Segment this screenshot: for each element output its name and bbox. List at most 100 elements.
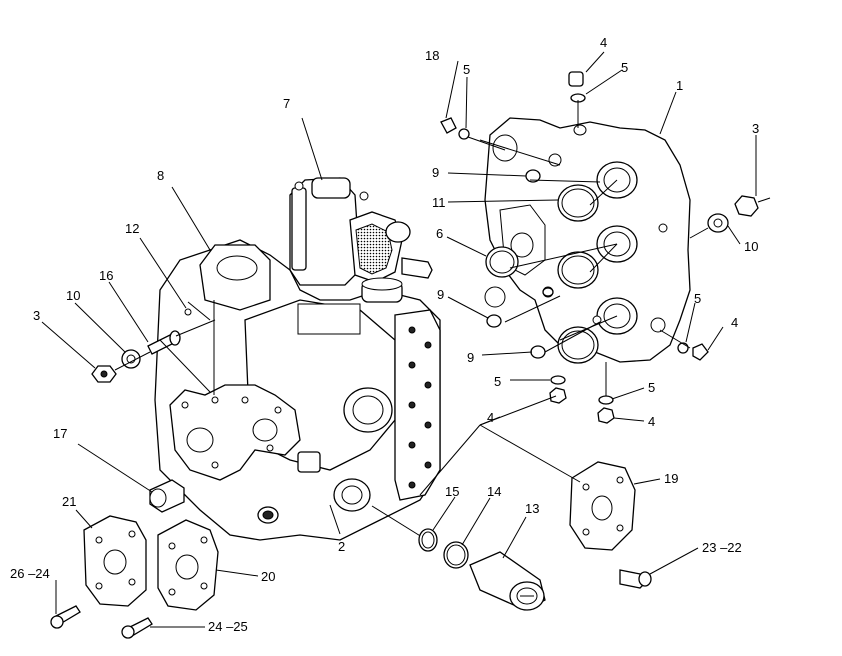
flange-20-bolt-3	[168, 588, 176, 596]
label-14: 14	[487, 484, 501, 499]
label-4-right: 4	[731, 315, 738, 330]
cap-4-right	[692, 343, 709, 361]
label-9-mid: 9	[437, 287, 444, 302]
label-24-25: 24 –25	[208, 619, 248, 634]
label-10-left: 10	[66, 288, 80, 303]
flange-20-bolt-4	[200, 582, 208, 590]
actuator-assembly	[289, 177, 433, 303]
oring-9-low	[530, 345, 546, 359]
side-bolt-4	[424, 381, 432, 389]
side-bolt-6	[424, 421, 432, 429]
plate-hole-2	[650, 317, 666, 333]
label-9-low: 9	[467, 350, 474, 365]
plate-hole-5	[658, 223, 668, 233]
flange-19-bolt-1	[582, 483, 590, 491]
flange-21-bolt-2	[128, 530, 136, 538]
flange-20-hole	[175, 554, 199, 580]
label-18: 18	[425, 48, 439, 63]
flange-20-bolt-1	[168, 542, 176, 550]
pin-12	[184, 308, 192, 316]
label-20: 20	[261, 569, 275, 584]
cap-4-top	[568, 71, 584, 87]
seals	[485, 169, 599, 364]
plate-boss-2	[484, 286, 506, 308]
gasket-bolt-4	[274, 406, 282, 414]
seal-15-inner	[421, 531, 435, 549]
side-plate	[394, 309, 441, 501]
label-4-bottom: 4	[648, 414, 655, 429]
upper-port-hole	[216, 255, 258, 281]
flange-port	[510, 232, 534, 258]
nut-3-left-hole	[100, 370, 108, 378]
label-5-top-right: 5	[621, 60, 628, 75]
gasket-bolt-1	[181, 401, 189, 409]
fitting-17-face	[149, 488, 167, 508]
actuator-side-tube	[291, 187, 307, 271]
bottom-parts	[50, 461, 652, 639]
label-11: 11	[432, 195, 446, 210]
left-fittings	[91, 301, 216, 513]
plate-hole-top	[573, 124, 587, 136]
flange-21-bolt-1	[95, 536, 103, 544]
solenoid-face	[385, 221, 411, 243]
side-bolt-8	[424, 461, 432, 469]
assembly-axes	[159, 139, 691, 543]
gasket-bolt-6	[266, 444, 274, 452]
ring-14-inner	[446, 544, 466, 566]
flange-19-bolt-3	[582, 528, 590, 536]
leader-lines	[41, 51, 757, 628]
label-26-24: 26 –24	[10, 566, 50, 581]
label-7: 7	[283, 96, 290, 111]
side-bolt-3	[408, 361, 416, 369]
nut-4-bottom-1	[549, 387, 567, 404]
label-16: 16	[99, 268, 113, 283]
gasket-bolt-5	[211, 461, 219, 469]
solenoid-screen	[355, 223, 393, 275]
gasket-hole-1	[186, 427, 214, 453]
label-12: 12	[125, 221, 139, 236]
nut-3-right	[734, 195, 759, 217]
label-4-top: 4	[600, 35, 607, 50]
coil-collar-top	[361, 277, 403, 291]
flange-19-bolt-4	[616, 524, 624, 532]
label-2: 2	[338, 539, 345, 554]
label-5-right: 5	[694, 291, 701, 306]
label-8: 8	[157, 168, 164, 183]
actuator-cap	[311, 177, 351, 199]
gasket-hole-2	[252, 418, 278, 442]
bolt-18	[440, 117, 457, 134]
part-labels: 1 2 3 3 4 4 4 4 5 5 5 5 5 6 7 8 9 9 9 10…	[10, 35, 759, 634]
valve-body-assembly	[154, 239, 441, 541]
washer-10-right-hole	[713, 218, 723, 228]
stud-16-head	[169, 330, 181, 346]
seal-mid-inner	[561, 255, 595, 285]
center-port-hole	[352, 395, 384, 425]
label-3-right: 3	[752, 121, 759, 136]
label-4-center: 4	[487, 410, 494, 425]
gasket-bolt-2	[211, 396, 219, 404]
seal-6-inner	[489, 250, 515, 274]
spindle-pin	[401, 257, 433, 279]
oring-9-small	[542, 287, 554, 297]
bottom-port-hole	[262, 510, 274, 520]
side-bolt-2	[424, 341, 432, 349]
label-21: 21	[62, 494, 76, 509]
label-1: 1	[676, 78, 683, 93]
flange-19-hole	[591, 495, 613, 521]
actuator-bolt-2	[359, 191, 369, 201]
flange-21-bolt-3	[95, 582, 103, 590]
label-5-bottom-right: 5	[648, 380, 655, 395]
cover-plate-assembly	[484, 117, 691, 363]
label-10-right: 10	[744, 239, 758, 254]
bolt-24-25-head	[121, 625, 135, 639]
washer-5-bottom-2	[598, 395, 614, 405]
seal-11-inner	[561, 188, 595, 218]
label-3-left: 3	[33, 308, 40, 323]
body-plug	[297, 451, 321, 473]
gasket-bolt-3	[241, 396, 249, 404]
label-19: 19	[664, 471, 678, 486]
seal-low-inner	[561, 330, 595, 360]
washer-5-left	[458, 128, 470, 140]
lower-port-hole	[341, 485, 363, 505]
